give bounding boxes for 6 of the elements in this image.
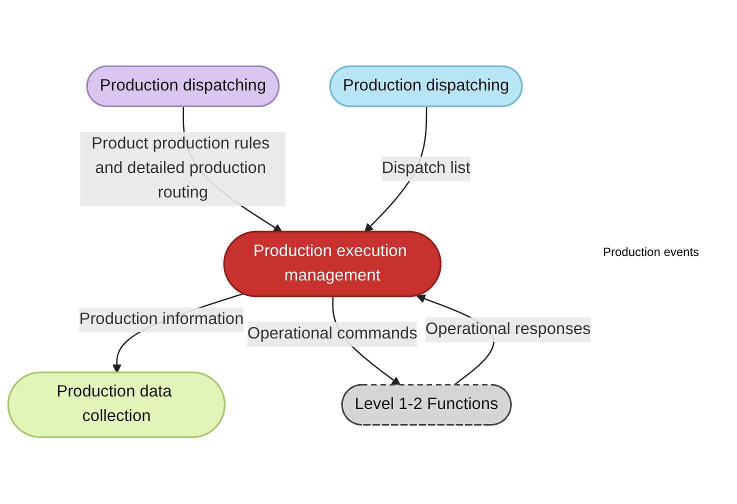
edge-label: Operational commands	[247, 325, 418, 343]
note-label: Production events	[603, 245, 700, 259]
edge-label: Dispatch list	[382, 160, 470, 178]
edge-label: Production information	[79, 311, 244, 328]
edge-label: Product production rules and detailed production routing	[92, 135, 270, 202]
edge-label: Operational responses	[425, 320, 591, 338]
